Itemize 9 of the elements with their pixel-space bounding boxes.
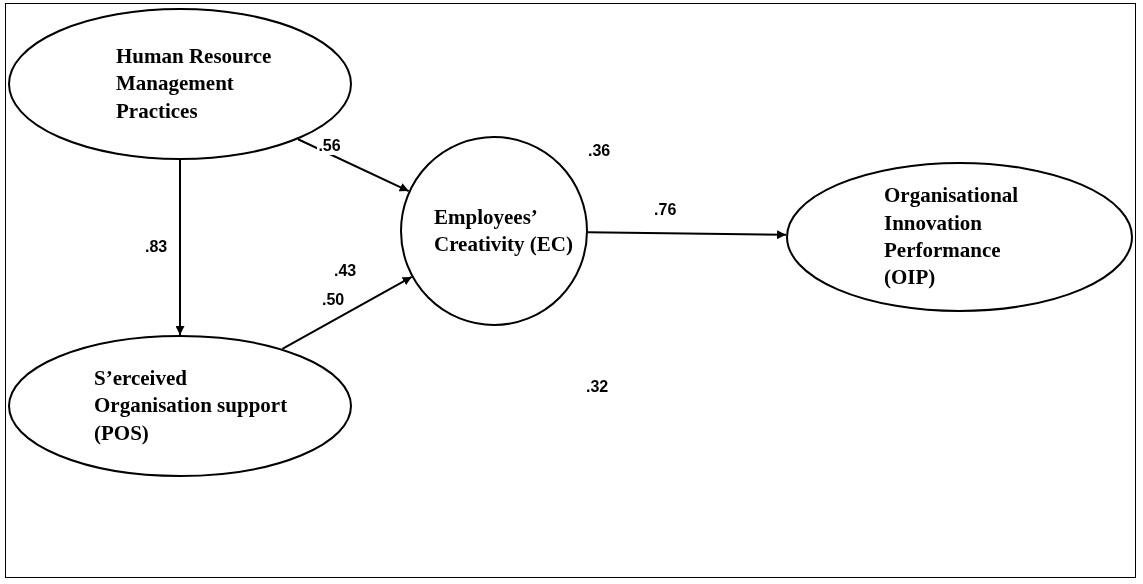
node-label: Human Resource Management Practices	[116, 43, 273, 125]
arrow	[587, 230, 788, 240]
node-label: Employees’ Creativity (EC)	[434, 203, 574, 258]
arrow	[297, 138, 410, 193]
arrow	[281, 275, 413, 350]
node-label: Organisational Innovation Performance (OIP)	[884, 182, 1020, 292]
node-label: S’erceived Organisation support (POS)	[94, 365, 289, 447]
arrow	[175, 159, 185, 336]
edge-label: .56	[317, 137, 342, 156]
